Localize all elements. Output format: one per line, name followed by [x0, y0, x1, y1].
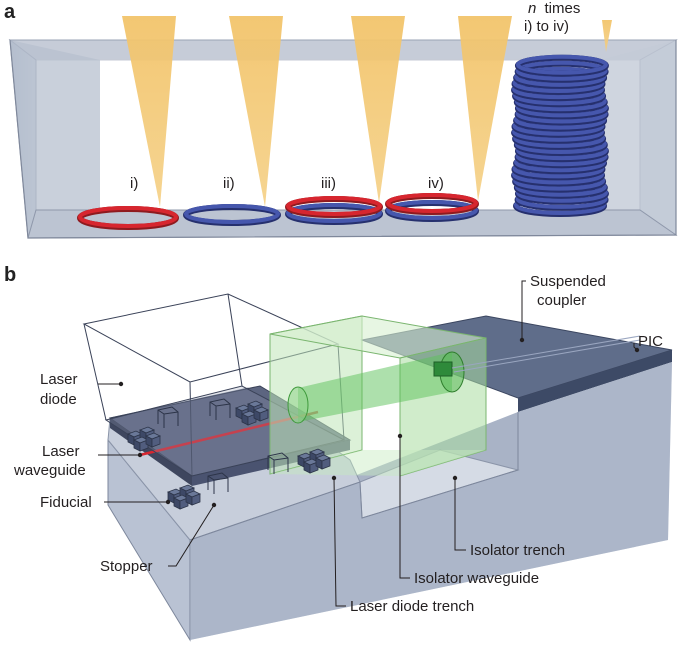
repeat-label-times: times — [545, 0, 581, 17]
box-frame — [9, 39, 677, 239]
chip-edge — [189, 412, 519, 541]
label-isolator-waveguide: Isolator waveguide — [414, 570, 539, 587]
coil-turn — [515, 54, 608, 75]
laser-beam-2 — [229, 16, 283, 207]
label-pic: PIC — [638, 333, 663, 350]
fiducial-cluster — [235, 400, 269, 426]
repeat-label-n: n — [528, 0, 536, 17]
pic-layer-edge — [518, 350, 672, 412]
ring-stack-4 — [385, 193, 479, 222]
fiducial-cube-front — [151, 435, 161, 448]
coil-stack — [511, 54, 609, 217]
panel-a-letter: a — [4, 1, 16, 23]
label-laser-waveguide-2: waveguide — [13, 462, 86, 479]
stopper-frame — [207, 472, 229, 494]
ring-stack-3 — [285, 196, 383, 225]
panel-b: b — [4, 264, 673, 642]
laser-beam-5 — [602, 20, 612, 52]
stoppers — [157, 398, 289, 494]
label-suspended-coupler-2: coupler — [537, 292, 586, 309]
stopper-frame — [157, 406, 179, 428]
step-label-1: i) — [130, 175, 138, 192]
fiducial-cluster — [297, 448, 331, 474]
repeat-label-steps: i) to iv) — [524, 18, 569, 35]
fiducials — [127, 400, 331, 510]
laser-beam-3 — [351, 16, 405, 203]
repeat-label: n times — [528, 0, 580, 17]
step-label-3: iii) — [321, 175, 336, 192]
panel-a: a i) ii) iii) iv) — [4, 0, 678, 239]
fiducial-cube-front — [259, 409, 269, 422]
laser-beam-4 — [458, 16, 512, 201]
coil-turn — [515, 60, 608, 81]
chip-top-surface — [190, 362, 672, 640]
box-left-wall-inner — [10, 40, 100, 238]
label-laser-diode-trench: Laser diode trench — [350, 598, 474, 615]
label-laser-waveguide-1: Laser — [42, 443, 80, 460]
fiducial-cluster — [127, 426, 161, 452]
box-right-wall-inner — [600, 40, 676, 235]
fiducial-cluster — [167, 484, 201, 510]
label-laser-diode-2: diode — [40, 391, 77, 408]
label-fiducial: Fiducial — [40, 494, 92, 511]
panel-b-letter: b — [4, 264, 16, 286]
ring-stack-2 — [183, 204, 281, 226]
leader-lines — [98, 280, 640, 607]
chip-side-right — [190, 362, 672, 640]
ring-stack-1 — [77, 206, 179, 230]
fiducial-cube-front — [191, 493, 201, 506]
stopper-frame — [209, 398, 231, 420]
fiducial-cube-front — [321, 457, 331, 470]
step-label-4: iv) — [428, 175, 444, 192]
suspended-coupler — [433, 335, 641, 377]
laser-beam-1 — [122, 16, 176, 207]
stopper-frame — [267, 452, 289, 474]
step-label-2: ii) — [223, 175, 235, 192]
label-suspended-coupler-1: Suspended — [530, 273, 606, 290]
label-laser-diode-1: Laser — [40, 371, 78, 388]
label-stopper: Stopper — [100, 558, 153, 575]
label-isolator-trench: Isolator trench — [470, 542, 565, 559]
